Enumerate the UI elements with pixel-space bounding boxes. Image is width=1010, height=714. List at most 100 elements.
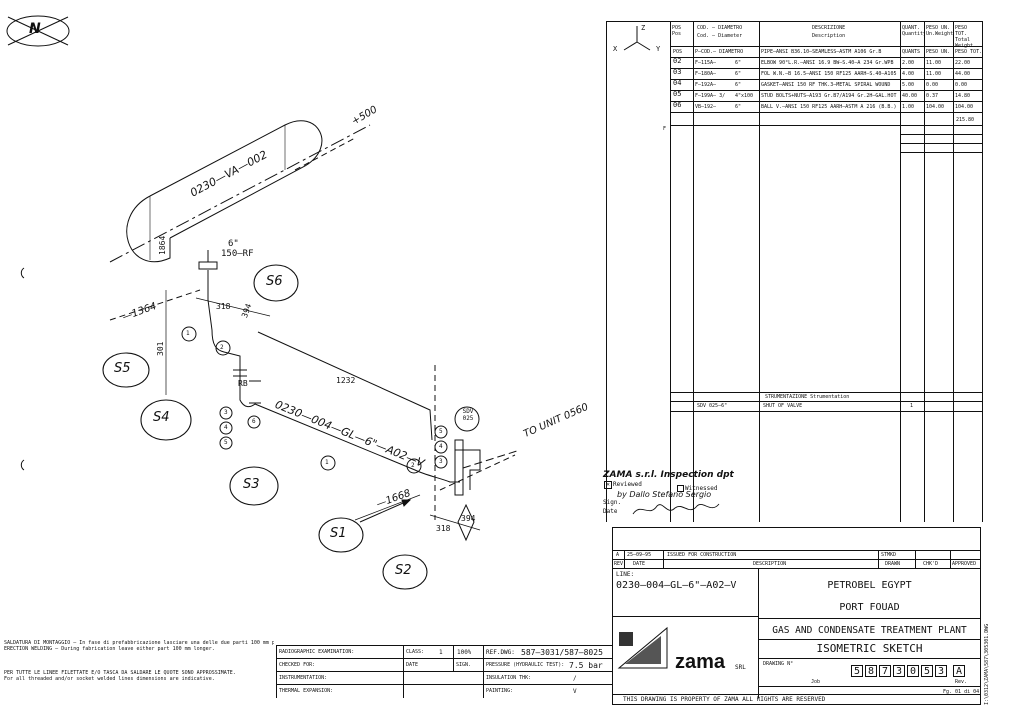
site-name: PORT FOUAD xyxy=(839,602,900,613)
bom-cell-unit-w: 11.00 xyxy=(926,60,942,66)
painting-label: PAINTING: xyxy=(486,688,514,694)
bom-header-desc: DESCRIZIONE xyxy=(812,25,846,31)
drawing-number-digit: 8 xyxy=(865,665,877,677)
bubble-label: 1 xyxy=(325,459,329,466)
bom-cell-code: VB—192— xyxy=(695,104,717,110)
bill-of-materials: POS Pos COD. — DIAMETRO Cod. — Diameter … xyxy=(606,21,983,522)
percent-value: 100% xyxy=(457,649,472,656)
bom-cell-dia: 4"x100 xyxy=(735,93,754,99)
plant-name: GAS AND CONDENSATE TREATMENT PLANT xyxy=(772,625,967,636)
drawing-number-label: DRAWING N° xyxy=(763,661,794,667)
bom-cell-tot-w: 44.00 xyxy=(955,71,971,77)
bom-cell-unit-w: 11.00 xyxy=(926,71,942,77)
axis-triad-icon xyxy=(623,26,651,51)
line-number: 0230—004—GL—6"—A02—V xyxy=(616,580,737,591)
rev-header-drawn: DRAWN xyxy=(885,561,901,567)
bom-cell-qty: 5.00 xyxy=(902,82,915,88)
bom-cell-tot-w: 0.00 xyxy=(955,82,968,88)
bubble-label: 1 xyxy=(186,330,190,337)
drawing-number-digit: 5 xyxy=(921,665,933,677)
bom-cell-desc: STUD BOLTS+NUTS—A193 Gr.B7/A194 Gr.2H—GA… xyxy=(761,93,897,99)
title-block: A 25—09—95 ISSUED FOR CONSTRUCTION STMKD… xyxy=(612,527,981,705)
sign-field-label: SIGN. xyxy=(456,662,472,668)
painting-value: V xyxy=(573,688,577,695)
pressure-value: 7.5 bar xyxy=(569,661,603,670)
bom-row-divider xyxy=(670,101,982,102)
bom-row-code: P—COD.— DIAMETRO xyxy=(695,49,744,55)
vessel-0230-va-002 xyxy=(109,120,371,263)
zama-logo-icon xyxy=(617,626,668,669)
rev-value: A xyxy=(616,552,620,558)
weld-mark-s1: S1 xyxy=(330,526,347,541)
dim-318-top: 318 xyxy=(216,302,231,311)
dim-1864: 1864 xyxy=(158,235,167,255)
client-name: PETROBEL EGYPT xyxy=(827,580,912,591)
bom-cell-code: F—199A— 3/ xyxy=(695,93,726,99)
bom-header-pos: POS Pos xyxy=(672,25,682,37)
witnessed-checkbox xyxy=(677,485,684,492)
bom-cell-unit-w: 0.37 xyxy=(926,93,939,99)
rev-header-rev: REV. xyxy=(614,561,627,567)
ref-dwg-label: REF.DWG: xyxy=(486,649,515,656)
rev-label: Rev. xyxy=(955,679,968,685)
handwritten-signature xyxy=(632,503,720,515)
bubble-label: 4 xyxy=(224,424,228,431)
drawing-number-digit: 7 xyxy=(879,665,891,677)
instrument-code: SDV 025—6" xyxy=(697,403,728,409)
bubble-label: 5 xyxy=(439,428,443,435)
bom-cell-pos: 03 xyxy=(673,69,682,75)
insulation-label: INSULATION THK: xyxy=(486,675,532,681)
property-notice: THIS DRAWING IS PROPERTY OF ZAMA ALL RIG… xyxy=(623,696,826,703)
bom-row-pos: POS xyxy=(673,49,683,55)
rev-date: 25—09—95 xyxy=(627,552,652,558)
rev-drawn: STMKD xyxy=(881,552,897,558)
zama-logo-sub: SRL xyxy=(735,664,746,671)
inspector-name: by Dallo Stefano Sergio xyxy=(617,490,712,499)
dim-394-bottom: 394 xyxy=(461,514,476,523)
rev-header-description: DESCRIPTION xyxy=(753,561,787,567)
note-2: PER TUTTE LE LINEE FILETTATE E/O TASCA D… xyxy=(4,670,236,676)
bom-row-qty: QUANTS xyxy=(902,49,921,55)
line-label: LINE: xyxy=(616,571,635,578)
bom-cell-dia: 6" xyxy=(735,71,742,77)
bom-row-divider xyxy=(670,79,982,80)
rev-header-approved: APPROVED xyxy=(952,561,977,567)
drawing-number-digit: 3 xyxy=(935,665,947,677)
note-2-en: For all threaded and/or socket welded li… xyxy=(4,676,215,682)
bom-cell-dia: 6" xyxy=(735,82,742,88)
bom-cell-code: F—180A— xyxy=(695,71,717,77)
witnessed-label: Witnessed xyxy=(685,485,718,492)
nozzle-rating: 150—RF xyxy=(221,249,254,259)
bom-cell-code: F—192A— xyxy=(695,82,717,88)
bom-cell-desc: GASKET—ANSI 150 RF THK.3—METAL SPIRAL WO… xyxy=(761,82,891,88)
bom-cell-desc: FOL W.N.—B 16.5—ANSI 150 RF125 AARH—S.40… xyxy=(761,71,897,77)
bom-cell-code: F—115A— xyxy=(695,60,717,66)
bom-cell-pos: 05 xyxy=(673,91,682,97)
bom-row-divider xyxy=(670,68,982,69)
drawing-number-digit: A xyxy=(953,665,965,677)
date-field-label: DATE xyxy=(406,662,419,668)
inspection-title: ZAMA s.r.l. Inspection dpt xyxy=(603,470,734,480)
axis-z-label: Z xyxy=(641,24,646,32)
dim-318-bottom: 318 xyxy=(436,524,451,533)
pressure-label: PRESSURE (HYDRAULIC TEST): xyxy=(486,662,565,668)
north-label: N xyxy=(29,21,41,37)
drawing-number-digit: 3 xyxy=(893,665,905,677)
bom-cell-desc: BALL V.—ANSI 150 RF125 AARH—ASTM A 216 (… xyxy=(761,104,897,110)
sdv-tag: SDV 025 xyxy=(462,408,474,422)
bom-cell-dia: 6" xyxy=(735,104,742,110)
north-arrow-icon xyxy=(6,15,70,47)
axis-y-label: Y xyxy=(656,45,661,53)
bom-header-code-en: Cod. — Diameter xyxy=(697,33,743,39)
file-path: I:\0312\ZAMA\587\305301.DWG xyxy=(984,623,990,705)
weld-mark-s6: S6 xyxy=(266,274,283,289)
bom-row-divider xyxy=(670,90,982,91)
insulation-value: / xyxy=(573,675,577,682)
rb-label: RB xyxy=(238,379,248,388)
instrumentation-header: STRUMENTAZIONE Strumentation xyxy=(765,394,850,400)
bom-cell-qty: 40.00 xyxy=(902,93,918,99)
sheet-number: Fg. 01 di 04 xyxy=(943,689,980,695)
bom-cell-tot-w: 22.00 xyxy=(955,60,971,66)
